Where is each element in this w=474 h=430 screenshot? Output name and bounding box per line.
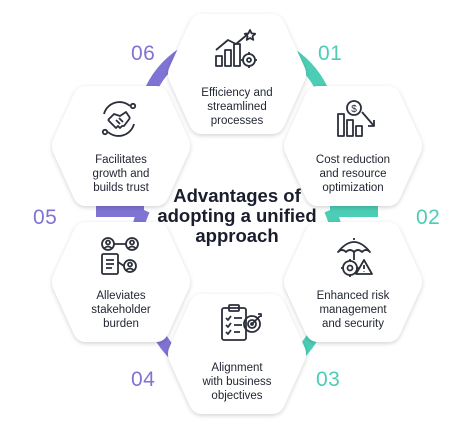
item-06-label: Facilitates growth and builds trust (92, 154, 150, 194)
hexagon-02 (284, 86, 422, 206)
connector-02-bar (330, 205, 378, 217)
item-05-label: Alleviates stakeholder burden (91, 290, 151, 330)
item-03-label: Enhanced risk management and security (316, 290, 390, 330)
item-06-number: 06 (131, 42, 156, 65)
umbrella-risk-icon (337, 238, 373, 277)
item-04-label: Alignment with business objectives (202, 362, 272, 402)
hexagon-05 (52, 222, 190, 342)
cost-reduction-icon: $ (337, 100, 375, 137)
svg-text:$: $ (351, 104, 357, 115)
item-01-number: 01 (318, 42, 343, 65)
item-02-number: 02 (416, 206, 441, 229)
handshake-icon (101, 101, 137, 137)
checklist-target-icon (221, 304, 262, 341)
growth-chart-gear-icon (215, 29, 257, 68)
hexagon-01 (168, 14, 306, 134)
hexagon-03 (284, 222, 422, 342)
item-02-label: Cost reduction and resource optimization (315, 154, 391, 194)
item-04-number: 04 (131, 368, 156, 391)
hexagon-04 (168, 294, 306, 414)
stakeholders-icon (101, 237, 139, 275)
hexagon-06 (52, 86, 190, 206)
hexagons (52, 14, 422, 414)
item-01-label: Efficiency and streamlined processes (201, 87, 273, 127)
center-title: Advantages of adopting a unified approac… (157, 185, 317, 246)
connector-05-bar (96, 205, 144, 217)
item-03-number: 03 (316, 368, 341, 391)
item-05-number: 05 (33, 206, 58, 229)
